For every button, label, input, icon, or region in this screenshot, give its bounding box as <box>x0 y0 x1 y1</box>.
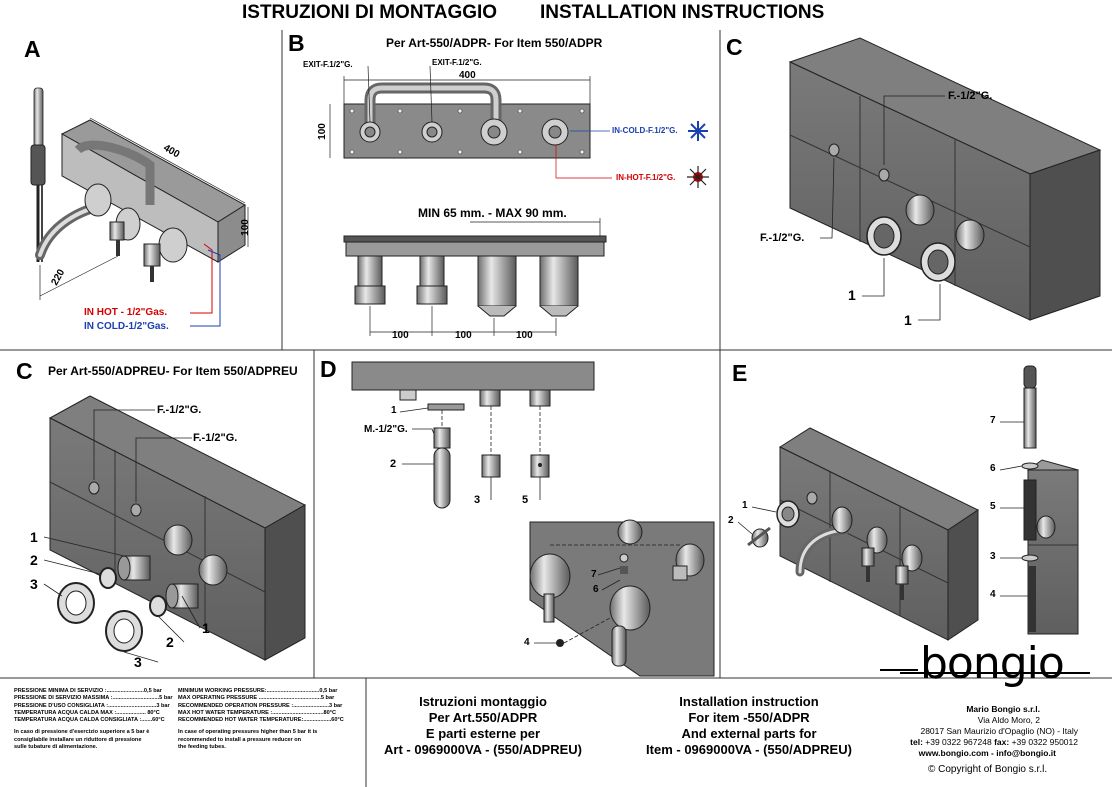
specs-english: MINIMUM WORKING PRESSURE:...............… <box>178 688 344 750</box>
panel-a-dim-100: 100 <box>239 219 251 236</box>
bongio-logo: bongio <box>920 638 1065 689</box>
panel-c2-fitting-1: F.-1/2"G. <box>157 404 202 416</box>
panel-c2-letter: C <box>16 358 33 384</box>
panel-c1-left-fitting: F.-1/2"G. <box>760 232 805 244</box>
panel-c1-callout-1a: 1 <box>848 287 856 303</box>
panel-borders <box>0 30 1112 787</box>
panel-d-callout-5: 5 <box>522 494 529 506</box>
panel-c1-top-fitting: F.-1/2"G. <box>948 90 993 102</box>
italian-instructions-block: Istruzioni montaggio Per Art.550/ADPR E … <box>384 694 582 757</box>
panel-e-callout-3: 3 <box>990 551 996 562</box>
panel-c2-drawing <box>43 395 307 663</box>
company-street: Via Aldo Moro, 2 <box>977 715 1040 725</box>
panel-d-callout-1: 1 <box>391 405 397 416</box>
panel-c1-letter: C <box>726 34 743 60</box>
panel-e-callout-5: 5 <box>990 501 996 512</box>
hot-symbol <box>687 166 709 188</box>
panel-c2-callout-1: 1 <box>30 529 38 545</box>
title-italian: ISTRUZIONI DI MONTAGGIO <box>242 2 498 23</box>
panel-d-callout-2: 2 <box>390 458 397 470</box>
panel-c2-callout-1b: 1 <box>202 620 210 636</box>
panel-d-drawing <box>351 361 715 677</box>
cold-symbol <box>688 121 708 141</box>
company-web[interactable]: www.bongio.com - info@bongio.it <box>918 748 1056 758</box>
panel-e-callout-1: 1 <box>742 500 748 511</box>
panel-c2-callout-3: 3 <box>30 576 38 592</box>
panel-e-letter: E <box>732 360 748 386</box>
panel-b-drawing <box>329 65 709 336</box>
panel-b-dim-400: 400 <box>459 70 476 81</box>
panel-b-cold-label: IN-COLD-F.1/2"G. <box>612 126 678 135</box>
panel-e-callout-7: 7 <box>990 415 996 426</box>
panel-b-exit-1: EXIT-F.1/2"G. <box>303 60 353 69</box>
company-name: Mario Bongio s.r.l. <box>966 704 1040 714</box>
panel-d-thread-label: M.-1/2"G. <box>364 424 408 435</box>
panel-b-dim-100: 100 <box>316 123 328 140</box>
copyright: © Copyright of Bongio s.r.l. <box>928 764 1048 775</box>
panel-b-spacing-3: 100 <box>516 330 533 341</box>
panel-c2-subtitle: Per Art-550/ADPREU- For Item 550/ADPREU <box>48 364 298 378</box>
panel-b-spacing-1: 100 <box>392 330 409 341</box>
english-instructions-block: Installation instruction For item -550/A… <box>646 694 852 757</box>
panel-d-callout-6: 6 <box>593 584 599 595</box>
panel-c2-callout-2b: 2 <box>166 634 174 650</box>
panel-a-hot-label: IN HOT - 1/2"Gas. <box>84 307 168 318</box>
panel-b-letter: B <box>288 30 305 56</box>
company-city: 28017 San Maurizio d'Opaglio (NO) - Ital… <box>920 726 1078 736</box>
company-phone-fax: tel: +39 0322 967248 fax: +39 0322 95001… <box>910 737 1078 747</box>
panel-e-callout-4: 4 <box>990 589 996 600</box>
panel-e-callout-6: 6 <box>990 463 996 474</box>
panel-d-callout-7: 7 <box>591 569 597 580</box>
panel-b-spacing-2: 100 <box>455 330 472 341</box>
panel-b-hot-label: IN-HOT-F.1/2"G. <box>616 173 676 182</box>
panel-e-drawing <box>737 365 1080 641</box>
panel-d-letter: D <box>320 356 337 382</box>
panel-a-letter: A <box>24 36 41 62</box>
panel-c1-callout-1b: 1 <box>904 312 912 328</box>
panel-c2-callout-3b: 3 <box>134 654 142 670</box>
panel-b-depth-label: MIN 65 mm. - MAX 90 mm. <box>418 206 567 220</box>
panel-a-cold-label: IN COLD-1/2"Gas. <box>84 321 169 332</box>
panel-d-callout-4: 4 <box>524 637 530 648</box>
panel-d-callout-3: 3 <box>474 494 481 506</box>
title-english: INSTALLATION INSTRUCTIONS <box>540 2 825 23</box>
specs-italian: PRESSIONE MINIMA DI SERVIZIO :..........… <box>14 688 173 750</box>
panel-b-subtitle: Per Art-550/ADPR- For Item 550/ADPR <box>386 36 603 50</box>
panel-a-drawing <box>30 87 249 327</box>
panel-e-callout-2: 2 <box>728 515 734 526</box>
panel-c2-fitting-2: F.-1/2"G. <box>193 432 238 444</box>
panel-c2-callout-2: 2 <box>30 552 38 568</box>
panel-b-exit-2: EXIT-F.1/2"G. <box>432 58 482 67</box>
panel-c1-drawing <box>788 37 1102 321</box>
